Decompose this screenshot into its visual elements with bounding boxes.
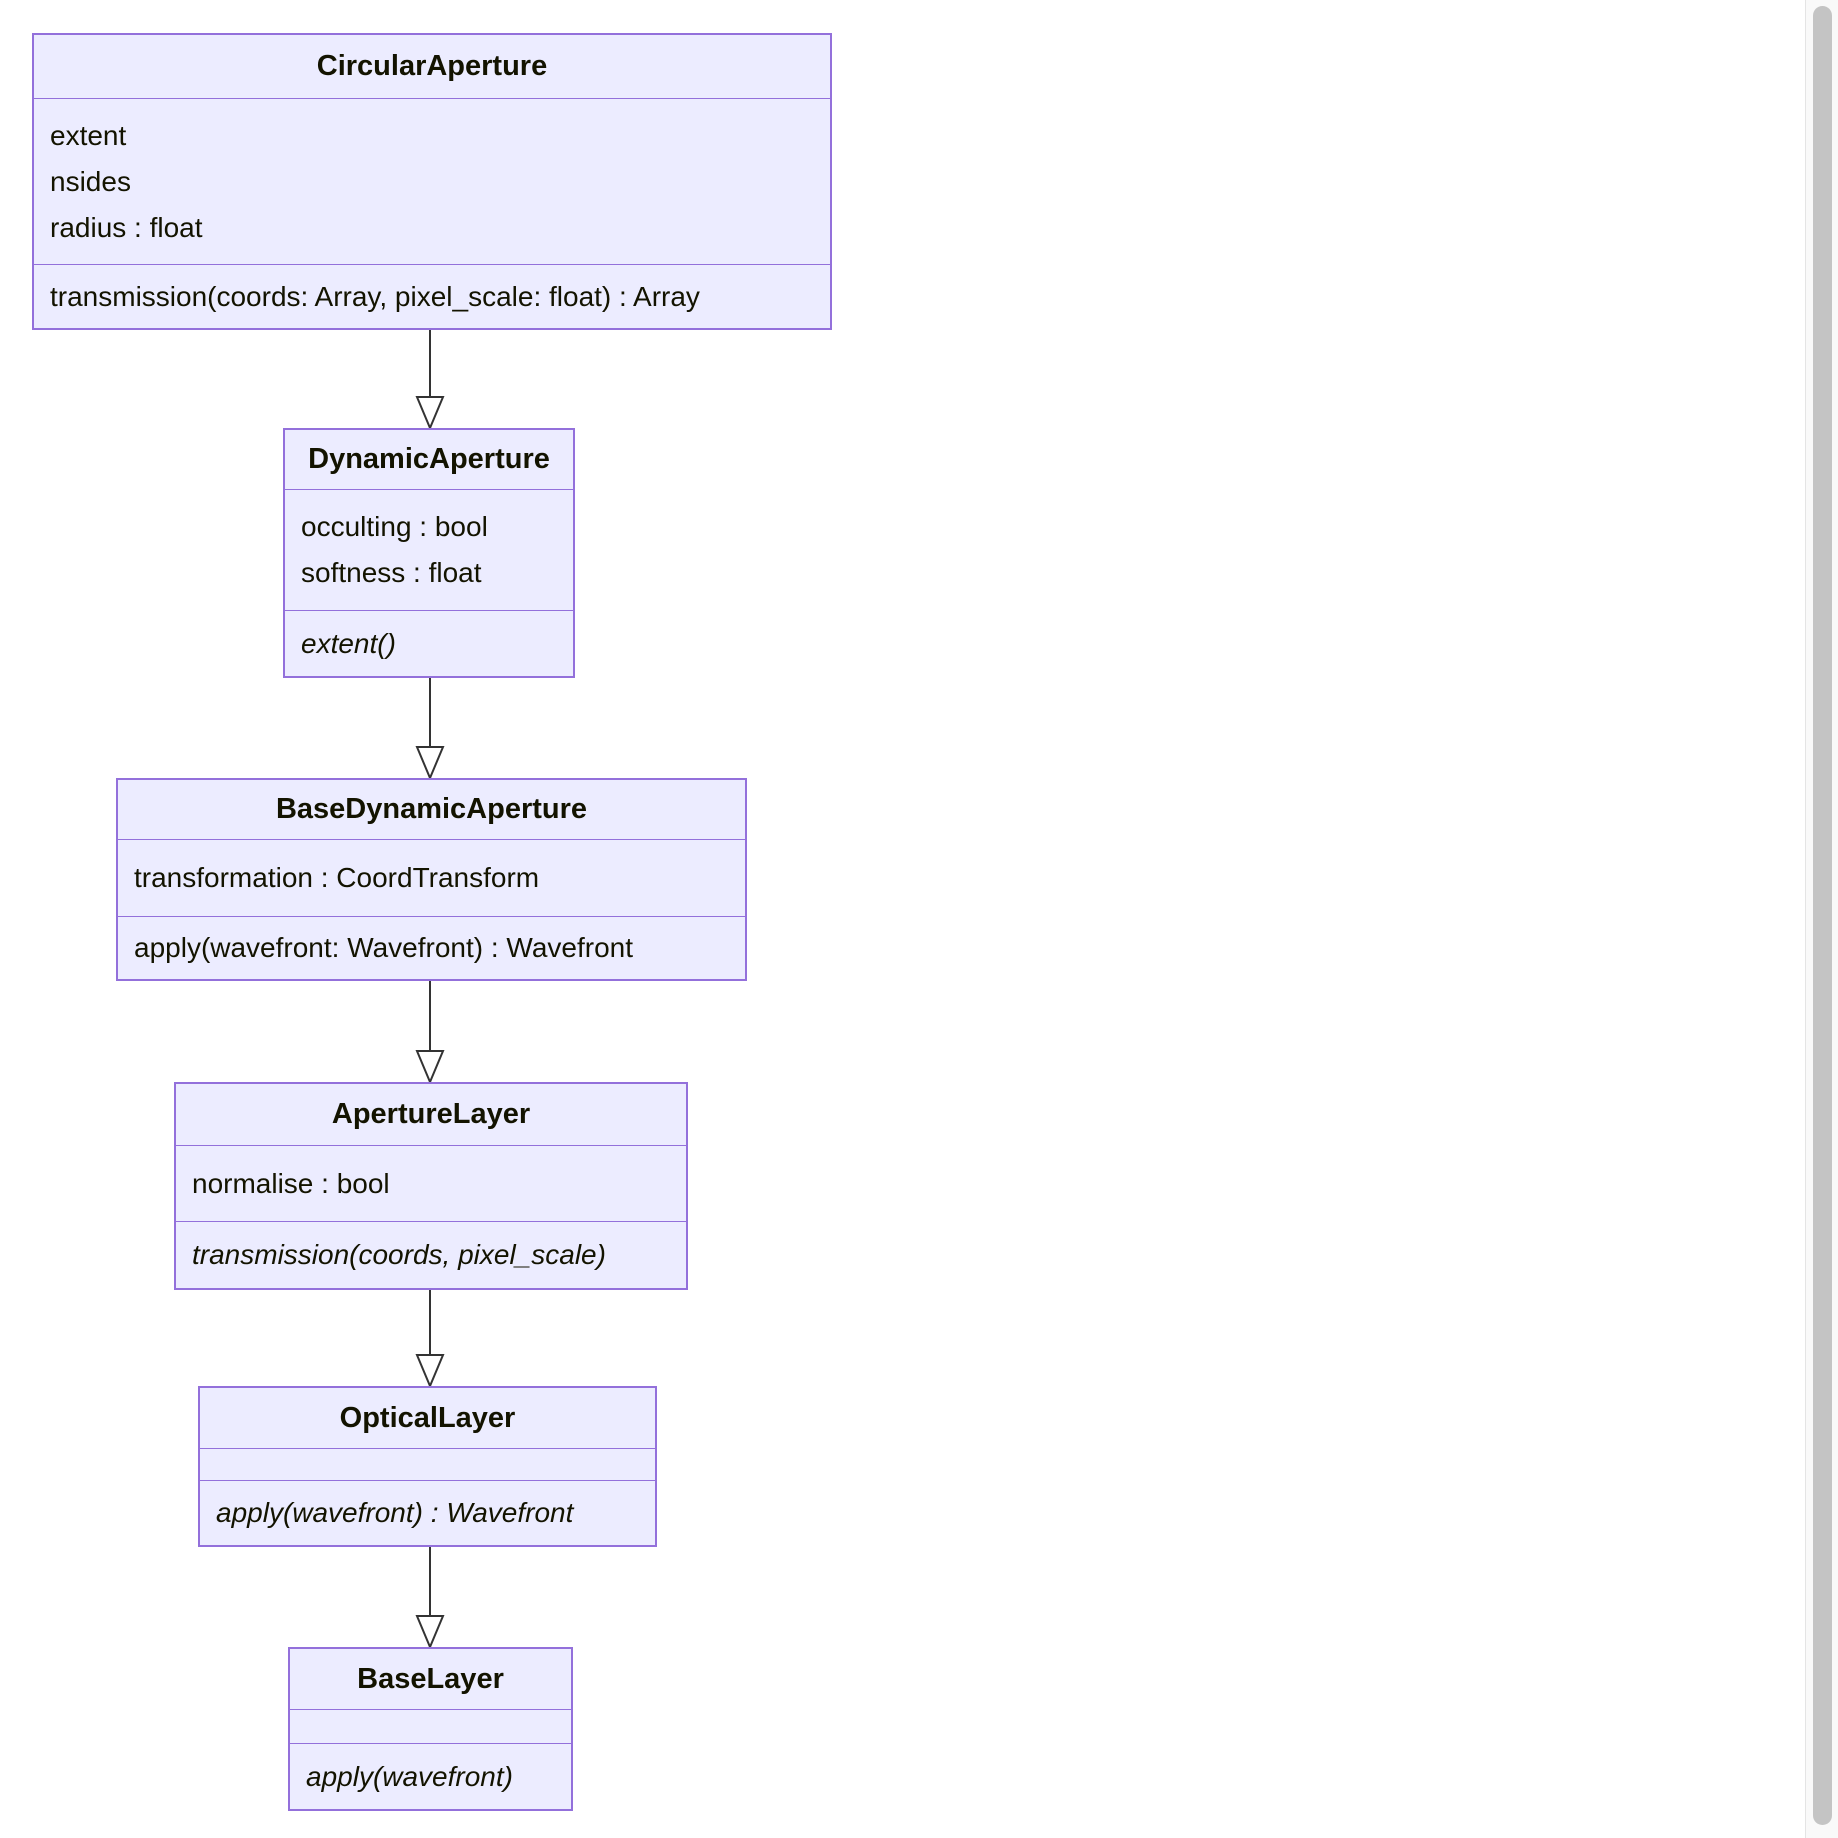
class-box-opticallayer: OpticalLayer apply(wavefront) : Wavefron…	[198, 1386, 657, 1547]
class-methods-opticallayer: apply(wavefront) : Wavefront	[200, 1481, 655, 1545]
class-methods-basedynamicaperture: apply(wavefront: Wavefront) : Wavefront	[118, 917, 745, 979]
attribute: transformation : CoordTransform	[134, 862, 540, 893]
method-abstract: apply(wavefront) : Wavefront	[216, 1497, 574, 1528]
class-title-aperturelayer: ApertureLayer	[176, 1084, 686, 1146]
method: transmission(coords: Array, pixel_scale:…	[50, 280, 700, 312]
class-box-aperturelayer: ApertureLayer normalise : bool transmiss…	[174, 1082, 688, 1290]
class-title-dynamicaperture: DynamicAperture	[285, 430, 573, 490]
class-methods-baselayer: apply(wavefront)	[290, 1744, 571, 1809]
class-attributes-basedynamicaperture: transformation : CoordTransform	[118, 840, 745, 917]
class-attributes-opticallayer-empty	[200, 1449, 655, 1481]
class-methods-circularaperture: transmission(coords: Array, pixel_scale:…	[34, 265, 830, 328]
attribute: radius : float	[50, 211, 203, 243]
class-box-circularaperture: CircularAperture extent nsides radius : …	[32, 33, 832, 330]
method-abstract: apply(wavefront)	[306, 1760, 513, 1792]
class-box-basedynamicaperture: BaseDynamicAperture transformation : Coo…	[116, 778, 747, 981]
vertical-scrollbar-thumb[interactable]	[1813, 6, 1832, 1825]
attribute: occulting : bool	[301, 511, 488, 542]
class-title-opticallayer: OpticalLayer	[200, 1388, 655, 1449]
attribute: normalise : bool	[192, 1167, 390, 1199]
attribute: nsides	[50, 165, 131, 197]
class-methods-dynamicaperture: extent()	[285, 611, 573, 676]
inheritance-arrow-opticallayer-baselayer	[415, 1546, 445, 1649]
method-abstract: transmission(coords, pixel_scale)	[192, 1239, 606, 1270]
inheritance-arrow-dynamicaperture-basedynamicaperture	[415, 676, 445, 780]
method: apply(wavefront: Wavefront) : Wavefront	[134, 932, 633, 963]
class-title-circularaperture: CircularAperture	[34, 35, 830, 99]
class-title-basedynamicaperture: BaseDynamicAperture	[118, 780, 745, 840]
inheritance-arrow-circularaperture-dynamicaperture	[415, 329, 445, 430]
class-box-baselayer: BaseLayer apply(wavefront)	[288, 1647, 573, 1811]
attribute: softness : float	[301, 557, 482, 588]
class-attributes-dynamicaperture: occulting : bool softness : float	[285, 490, 573, 611]
method-abstract: extent()	[301, 627, 396, 659]
class-box-dynamicaperture: DynamicAperture occulting : bool softnes…	[283, 428, 575, 678]
attribute: extent	[50, 119, 127, 151]
class-title-baselayer: BaseLayer	[290, 1649, 571, 1710]
inheritance-arrow-aperturelayer-opticallayer	[415, 1289, 445, 1388]
class-methods-aperturelayer: transmission(coords, pixel_scale)	[176, 1222, 686, 1288]
inheritance-arrow-basedynamicaperture-aperturelayer	[415, 980, 445, 1084]
class-attributes-baselayer-empty	[290, 1710, 571, 1744]
class-attributes-aperturelayer: normalise : bool	[176, 1146, 686, 1222]
class-attributes-circularaperture: extent nsides radius : float	[34, 99, 830, 265]
vertical-scrollbar-track[interactable]	[1805, 0, 1838, 1838]
